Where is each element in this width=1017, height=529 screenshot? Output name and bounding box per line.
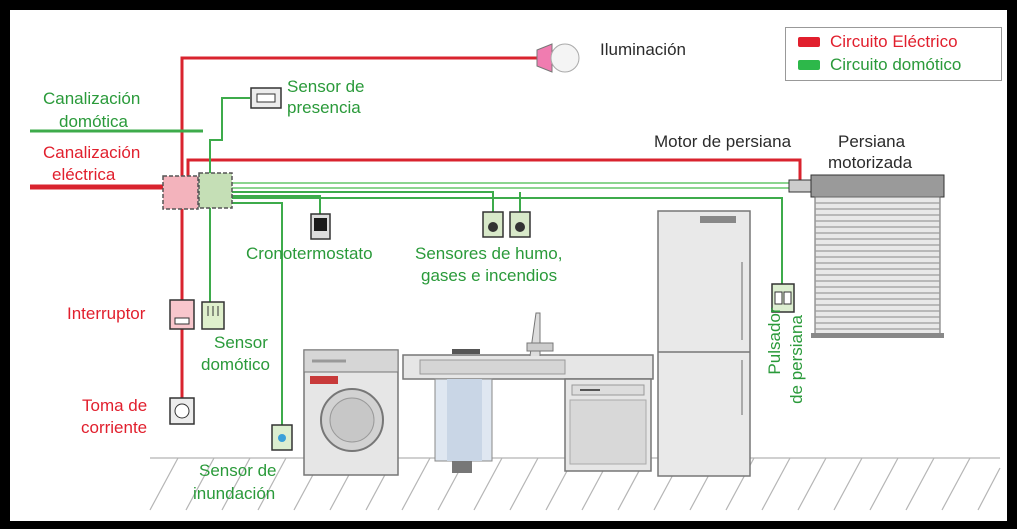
label-sensor-presencia-1: Sensor de: [287, 77, 365, 96]
label-persiana-2: motorizada: [828, 153, 913, 172]
label-inundacion-2: inundación: [193, 484, 276, 503]
floor: [149, 457, 1001, 511]
blind-button-icon: [771, 283, 795, 313]
smoke-sensor-icon: [482, 211, 531, 238]
label-motor-persiana: Motor de persiana: [654, 132, 792, 151]
dishwasher: [564, 378, 652, 472]
legend-label-electric: Circuito Eléctrico: [830, 32, 958, 51]
flood-sensor-icon: [271, 424, 293, 451]
label-persiana-1: Persiana: [838, 132, 906, 151]
label-pulsador-1: Pulsador: [765, 307, 784, 375]
sink-counter: [402, 312, 654, 473]
label-canal-domotica-2: domótica: [59, 112, 128, 131]
label-toma-1: Toma de: [82, 396, 148, 415]
lamp-icon: [536, 43, 580, 73]
label-cronotermostato: Cronotermostato: [246, 244, 373, 263]
presence-sensor-icon: [250, 87, 282, 109]
domotic-circuit: [30, 97, 790, 425]
label-canal-electrica-2: eléctrica: [52, 165, 116, 184]
domotic-junction-box: [198, 172, 233, 209]
label-canal-electrica-1: Canalización: [43, 143, 141, 162]
label-sensor-domotico-1: Sensor: [214, 333, 268, 352]
legend-item-domotic: Circuito domótico: [798, 55, 961, 75]
switch-icon: [169, 299, 195, 330]
label-sensor-domotico-2: domótico: [201, 355, 270, 374]
label-interruptor: Interruptor: [67, 304, 146, 323]
chronothermostat-icon: [310, 213, 331, 240]
label-sensores-humo-1: Sensores de humo,: [415, 244, 563, 263]
refrigerator: [657, 210, 751, 477]
motorized-blind: [810, 174, 945, 338]
legend-swatch-domotic: [798, 60, 820, 70]
electric-circuit: [30, 56, 802, 398]
label-inundacion-1: Sensor de: [199, 461, 277, 480]
domotic-sensor-icon: [201, 301, 225, 330]
legend-item-electric: Circuito Eléctrico: [798, 32, 958, 52]
label-iluminacion: Iluminación: [600, 40, 686, 59]
label-sensor-presencia-2: presencia: [287, 98, 361, 117]
label-toma-2: corriente: [81, 418, 148, 437]
label-sensores-humo-2: gases e incendios: [421, 266, 558, 285]
legend-label-domotic: Circuito domótico: [830, 55, 962, 74]
label-canal-domotica-1: Canalización: [43, 89, 141, 108]
legend: Circuito Eléctrico Circuito domótico: [785, 27, 1002, 81]
power-outlet-icon: [169, 397, 195, 425]
electric-junction-box: [162, 175, 199, 210]
blind-motor-icon: [788, 179, 812, 193]
legend-swatch-electric: [798, 37, 820, 47]
label-pulsador-2: de persiana: [787, 315, 806, 404]
washing-machine: [303, 349, 399, 476]
